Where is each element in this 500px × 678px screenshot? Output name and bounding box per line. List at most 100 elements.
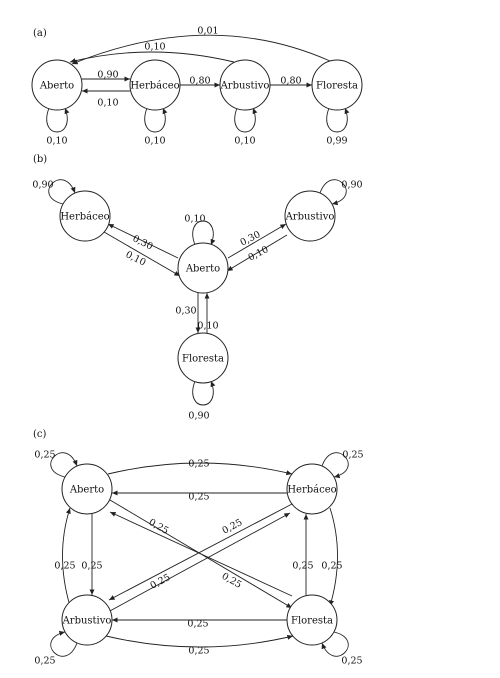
panel-c-edge-aberto-to-aberto xyxy=(50,452,78,478)
panel-b-edge-label-aberto-to-aberto: 0,10 xyxy=(184,214,205,225)
panel-b-edge-label-floresta-to-floresta: 0,90 xyxy=(188,411,209,422)
panel-c-edge-arbustivo-to-floresta xyxy=(105,634,294,648)
panel-a-edge-label-arbustivo-to-arbustivo: 0,10 xyxy=(234,136,255,147)
panel-a-node-aberto: Aberto xyxy=(31,59,83,111)
panel-a-node-floresta: Floresta xyxy=(311,59,363,111)
edges-layer xyxy=(46,34,350,657)
panel-a-node-arbustivo-label: Arbustivo xyxy=(220,81,270,92)
panel-a-edge-label-aberto-to-herbaceo: 0,90 xyxy=(97,70,118,81)
panel-b-node-herbaceo-circle xyxy=(59,190,111,242)
panel-a-edge-label-floresta-to-floresta: 0,99 xyxy=(326,136,347,147)
panel-c-edge-herbaceo-to-herbaceo xyxy=(321,452,349,479)
panel-b-edge-aberto-to-aberto xyxy=(192,220,216,246)
panel-c-node-floresta-circle xyxy=(286,594,338,646)
panel-c-edge-floresta-to-floresta xyxy=(321,631,349,657)
panel-a-edge-arbustivo-to-arbustivo xyxy=(234,107,258,133)
panel-b-edge-herbaceo-to-aberto xyxy=(103,231,181,277)
panel-b-edge-aberto-to-arbustivo xyxy=(227,223,287,259)
panel-c-node-aberto-label: Aberto xyxy=(69,485,104,496)
panel-c-node-aberto: Aberto xyxy=(61,463,113,515)
panel-c-edge-arbustivo-to-arbustivo xyxy=(50,630,78,657)
panel-a-edge-floresta-to-aberto xyxy=(71,34,331,65)
panel-b-node-herbaceo-label: Herbáceo xyxy=(60,212,109,223)
panel-c-node-arbustivo-circle xyxy=(61,594,113,646)
panel-b-edge-label-floresta-to-aberto: 0,10 xyxy=(197,321,218,332)
panel-b-node-herbaceo: Herbáceo xyxy=(59,190,111,242)
panel-a-node-arbustivo: Arbustivo xyxy=(219,59,271,111)
panel-c-edge-label-arbustivo-to-floresta: 0,25 xyxy=(188,646,209,657)
panel-c-edge-label-aberto-to-aberto: 0,25 xyxy=(34,450,55,461)
panel-c-edge-label-herbaceo-to-herbaceo: 0,25 xyxy=(342,450,363,461)
panel-b-edge-label-arbustivo-to-aberto: 0,10 xyxy=(247,244,271,263)
panel-a-edge-aberto-to-aberto xyxy=(46,107,70,133)
panel-c-edge-label-arbustivo-to-arbustivo: 0,25 xyxy=(34,656,55,667)
panel-b-edge-floresta-to-floresta xyxy=(192,380,216,406)
panel-b-edge-label-aberto-to-arbustivo: 0,30 xyxy=(239,229,263,248)
panel-b-edge-label-herbaceo-to-herbaceo: 0,90 xyxy=(32,180,53,191)
panel-c-edge-floresta-to-aberto xyxy=(109,511,293,597)
panel-a-edge-label-arbustivo-to-aberto: 0,10 xyxy=(144,42,165,53)
panel-c-node-arbustivo: Arbustivo xyxy=(61,594,113,646)
panel-a-edge-label-arbustivo-to-floresta: 0,80 xyxy=(280,76,301,87)
panel-b-node-floresta: Floresta xyxy=(177,332,229,384)
panel-c-edge-label-herbaceo-to-floresta: 0,25 xyxy=(321,561,342,572)
panel-c-edge-arbustivo-to-herbaceo xyxy=(107,512,291,613)
panel-c-edge-label-herbaceo-to-aberto: 0,25 xyxy=(188,492,209,503)
panel-b-node-arbustivo-label: Arbustivo xyxy=(285,212,335,223)
panel-a-edge-label-aberto-to-aberto: 0,10 xyxy=(46,136,67,147)
panel-b-node-arbustivo-circle xyxy=(284,190,336,242)
panel-b-node-floresta-circle xyxy=(177,332,229,384)
panel-c-node-herbaceo-label: Herbáceo xyxy=(287,485,336,496)
panel-a-node-floresta-label: Floresta xyxy=(316,81,358,92)
panel-a-node-aberto-circle xyxy=(31,59,83,111)
panel-c-node-aberto-circle xyxy=(61,463,113,515)
panel-a-edge-label-floresta-to-aberto: 0,01 xyxy=(197,26,218,37)
panel-b-edge-label-herbaceo-to-aberto: 0,10 xyxy=(124,249,148,268)
panel-c-edge-label-aberto-to-arbustivo: 0,25 xyxy=(81,561,102,572)
panel-c-node-herbaceo: Herbáceo xyxy=(286,463,338,515)
panel-c-label: (c) xyxy=(33,429,47,440)
panel-c-edge-label-aberto-to-herbaceo: 0,25 xyxy=(188,459,209,470)
panel-b-edge-herbaceo-to-herbaceo xyxy=(48,179,76,205)
panel-a-node-arbustivo-circle xyxy=(219,59,271,111)
panel-b-node-aberto-label: Aberto xyxy=(185,264,220,275)
panel-a-edge-herbaceo-to-herbaceo xyxy=(144,107,168,133)
panel-b-node-arbustivo: Arbustivo xyxy=(284,190,336,242)
panel-b-edge-label-aberto-to-floresta: 0,30 xyxy=(175,306,196,317)
panel-a-node-aberto-label: Aberto xyxy=(39,81,74,92)
panel-c-node-herbaceo-circle xyxy=(286,463,338,515)
panel-b-node-aberto-circle xyxy=(177,242,229,294)
panel-a-edge-floresta-to-floresta xyxy=(326,107,350,133)
panel-c-node-floresta: Floresta xyxy=(286,594,338,646)
panel-c-edge-label-arbustivo-to-aberto: 0,25 xyxy=(54,561,75,572)
panel-a-edge-label-herbaceo-to-arbustivo: 0,80 xyxy=(189,76,210,87)
panel-a-node-herbaceo-circle xyxy=(129,59,181,111)
panel-c-edge-label-floresta-to-floresta: 0,25 xyxy=(341,656,362,667)
panel-c-edge-arbustivo-to-aberto xyxy=(62,507,71,607)
panel-a-edge-label-herbaceo-to-aberto: 0,10 xyxy=(97,98,118,109)
panel-c-node-arbustivo-label: Arbustivo xyxy=(62,616,112,627)
panel-b-node-aberto: Aberto xyxy=(177,242,229,294)
panel-b-edge-arbustivo-to-aberto xyxy=(226,234,288,272)
panel-c-edge-label-floresta-to-herbaceo: 0,25 xyxy=(292,561,313,572)
panel-b-node-floresta-label: Floresta xyxy=(182,354,224,365)
panel-a-edge-label-herbaceo-to-herbaceo: 0,10 xyxy=(144,136,165,147)
panel-a-node-floresta-circle xyxy=(311,59,363,111)
panel-c-edge-label-arbustivo-to-herbaceo: 0,25 xyxy=(149,572,173,592)
panel-b-edge-label-arbustivo-to-arbustivo: 0,90 xyxy=(341,180,362,191)
panel-c-edge-label-herbaceo-to-arbustivo: 0,25 xyxy=(221,517,245,537)
panel-c-edge-label-floresta-to-aberto: 0,25 xyxy=(220,571,244,591)
panel-c-edge-herbaceo-to-arbustivo xyxy=(108,503,293,601)
panel-b-label: (b) xyxy=(33,154,47,165)
panel-a-node-herbaceo-label: Herbáceo xyxy=(130,81,179,92)
panel-b-edge-aberto-to-herbaceo xyxy=(107,223,179,259)
panel-c-edge-label-floresta-to-arbustivo: 0,25 xyxy=(187,619,208,630)
panel-c-edge-herbaceo-to-floresta xyxy=(329,507,338,607)
panel-b-edge-arbustivo-to-arbustivo xyxy=(319,179,347,206)
panel-c-node-floresta-label: Floresta xyxy=(291,616,333,627)
panel-c-edge-aberto-to-herbaceo xyxy=(107,462,293,476)
panel-a-node-herbaceo: Herbáceo xyxy=(129,59,181,111)
panel-a-label: (a) xyxy=(33,28,47,39)
